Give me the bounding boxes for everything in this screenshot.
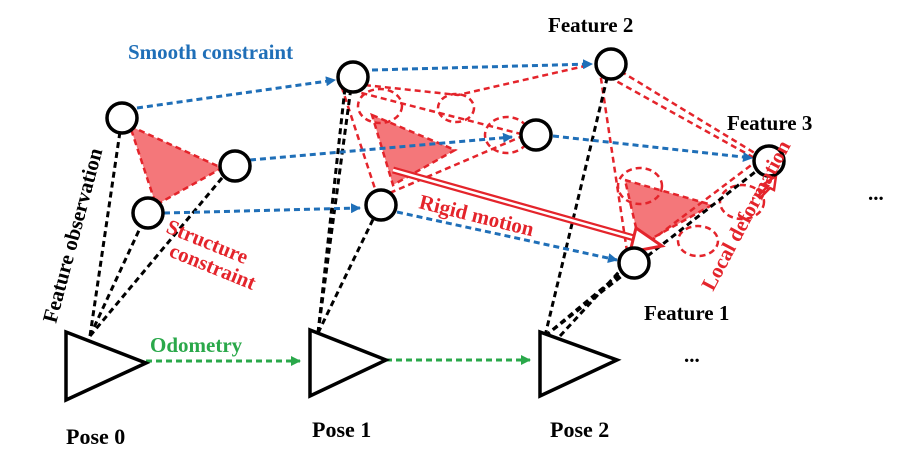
feature-node — [131, 196, 165, 230]
pose-1-label: Pose 1 — [312, 417, 371, 442]
ellipsis-bottom: ... — [684, 343, 700, 367]
smooth-constraint-label: Smooth constraint — [128, 40, 293, 64]
pose-0-label: Pose 0 — [66, 424, 125, 449]
feature-node-feature1 — [617, 246, 651, 280]
feature-node-feature2 — [594, 47, 628, 81]
feature-node-feature3 — [752, 144, 786, 178]
pose-triangles — [64, 327, 622, 403]
feature-nodes — [105, 47, 786, 280]
deform-circle-f — [676, 224, 720, 258]
smooth-constraint-arrows — [136, 59, 753, 263]
feature-observation-lines — [88, 65, 769, 338]
pose-1-triangle — [308, 327, 391, 399]
structure-triangles — [127, 112, 716, 247]
feature-node — [364, 188, 398, 222]
deform-edge-2 — [611, 64, 759, 157]
deform-circle-e — [718, 183, 766, 221]
deform-circle-d — [616, 166, 664, 206]
local-deformation-arrow — [756, 173, 778, 200]
odometry-label: Odometry — [150, 333, 243, 357]
deform-edge-1 — [354, 64, 586, 97]
structure-triangle-1 — [370, 112, 458, 187]
rigid-motion-arrow — [392, 166, 666, 254]
ellipsis-right: ... — [868, 181, 884, 205]
feature-1-label: Feature 1 — [644, 301, 729, 325]
odometry-arrows — [146, 355, 531, 366]
feature-node — [336, 60, 370, 94]
deform-circle-c — [436, 92, 476, 124]
structure-triangle-2 — [623, 178, 716, 247]
local-deformation-label: Local deformation — [696, 136, 795, 294]
deformed-triangle-1 — [340, 86, 529, 200]
feature-node — [218, 149, 252, 183]
deformed-triangle-2 — [598, 69, 761, 261]
feature-node — [519, 118, 553, 152]
feature-observation-label: Feature observation — [38, 145, 108, 325]
pose-0-triangle — [64, 329, 151, 403]
pose-2-triangle — [538, 329, 622, 399]
feature-node — [105, 101, 139, 135]
pose-2-label: Pose 2 — [550, 417, 609, 442]
structure-triangle-0 — [127, 123, 225, 207]
deform-circle-a — [356, 87, 404, 125]
feature-3-label: Feature 3 — [727, 111, 812, 135]
local-deformation-outlines — [340, 64, 766, 261]
rigid-motion-label: Rigid motion — [417, 190, 537, 242]
feature-2-label: Feature 2 — [548, 13, 633, 37]
